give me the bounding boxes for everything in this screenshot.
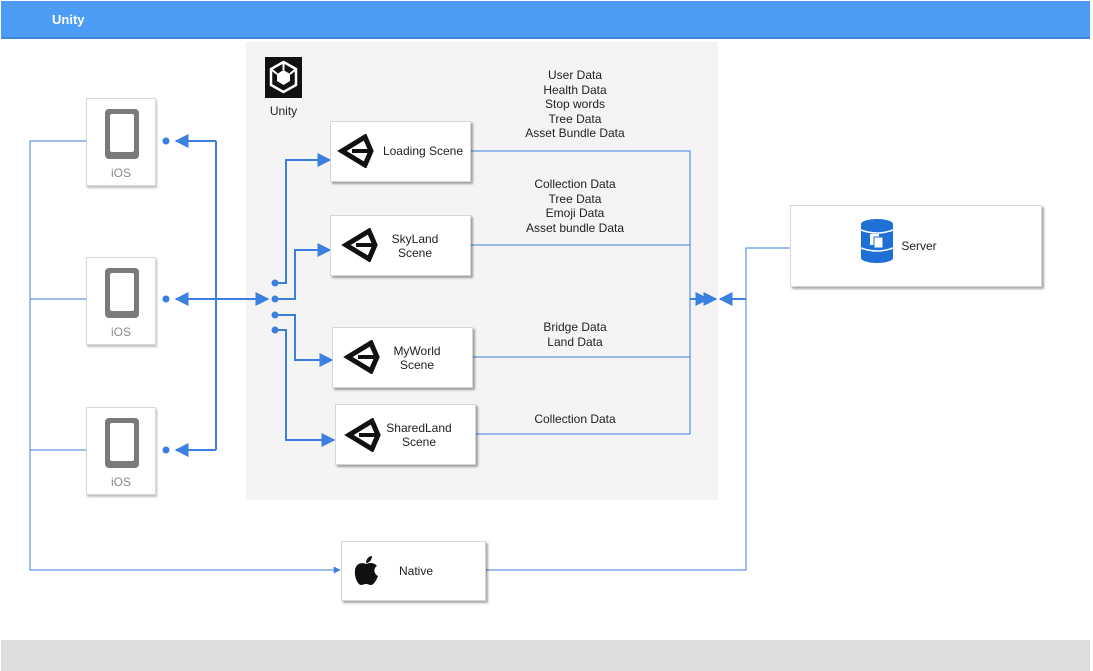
loading-scene-card[interactable]: Loading Scene <box>330 121 471 182</box>
apple-icon <box>354 556 378 585</box>
scene-bus-line <box>470 150 691 435</box>
footer-bar <box>1 640 1090 671</box>
phone-icon <box>105 109 139 159</box>
phone-icon <box>105 268 139 318</box>
connector-dot <box>162 137 170 145</box>
connector-dot <box>271 295 279 303</box>
unity-logo-icon <box>265 57 302 98</box>
native-card[interactable]: Native <box>341 541 486 601</box>
ios-device-1[interactable]: iOS <box>86 98 156 186</box>
connector-dot <box>162 295 170 303</box>
header-title: Unity <box>52 12 85 27</box>
phone-icon <box>105 418 139 468</box>
scene-link-skyland <box>275 243 332 300</box>
native-label: Native <box>398 564 433 578</box>
phone-rail-line <box>29 141 341 574</box>
server-label: Server <box>901 239 937 253</box>
ios-device-2[interactable]: iOS <box>86 257 156 345</box>
scene-link-sharedland <box>275 329 336 447</box>
unity-icon <box>341 228 378 262</box>
sharedland-scene-data-list: Collection Data <box>534 412 616 426</box>
connector-dot <box>271 311 279 319</box>
unity-group-panel <box>246 42 718 500</box>
connector-dot <box>162 446 170 454</box>
server-card[interactable]: Server <box>790 205 1042 287</box>
device-label: iOS <box>110 166 131 180</box>
ios-device-3[interactable]: iOS <box>86 407 156 495</box>
connector-dot <box>271 279 279 287</box>
connector-dot <box>271 326 279 334</box>
unity-group-label: Unity <box>269 104 298 118</box>
device-label: iOS <box>110 325 131 339</box>
scene-link-myworld <box>275 314 334 367</box>
unity-icon <box>343 340 380 374</box>
device-label: iOS <box>110 475 131 489</box>
database-icon <box>860 219 894 263</box>
native-server-line <box>486 247 790 571</box>
unity-icon <box>344 418 381 452</box>
scene-link-loading <box>275 153 332 284</box>
unity-icon <box>337 134 374 168</box>
scene-label: Loading Scene <box>382 144 464 158</box>
header-bar: Unity <box>1 1 1090 39</box>
